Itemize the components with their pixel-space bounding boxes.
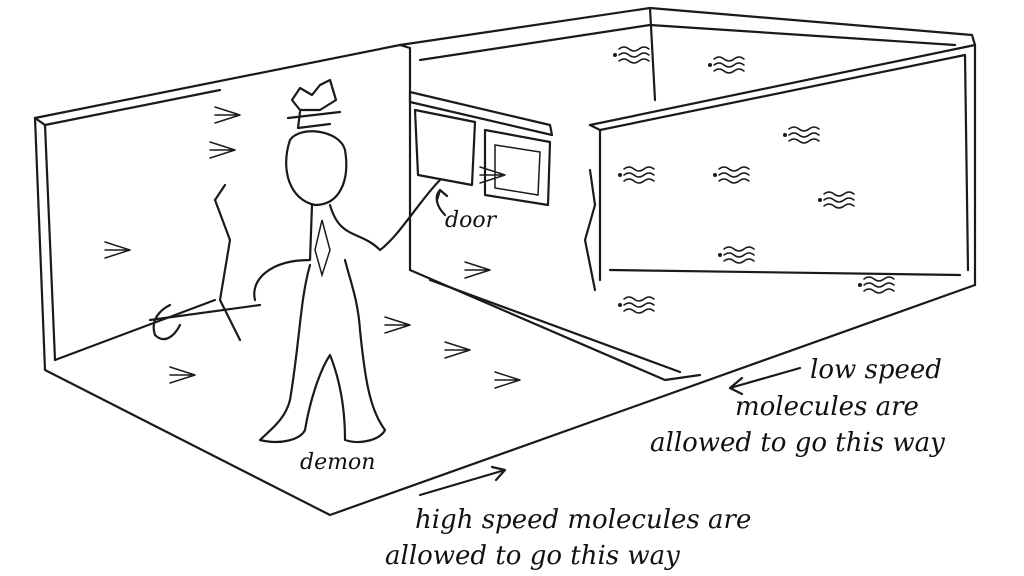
slow-molecule <box>618 46 650 64</box>
slow-molecule <box>623 166 655 184</box>
high-speed-line-2: allowed to go this way <box>385 541 680 571</box>
molecule-dot <box>618 173 622 177</box>
fast-molecule <box>384 316 411 334</box>
slow-molecule <box>788 126 820 144</box>
low-speed-line-2: molecules are <box>735 392 919 422</box>
molecule-dot <box>708 63 712 67</box>
molecules <box>104 46 895 389</box>
high-speed-line-1: high speed molecules are <box>415 505 752 535</box>
molecule-dot <box>613 53 617 57</box>
high-speed-arrow <box>418 465 507 497</box>
low-speed-arrow <box>728 366 802 396</box>
slow-molecule <box>713 56 745 74</box>
fast-molecule <box>494 371 521 389</box>
fast-molecule <box>209 141 236 159</box>
demon-figure <box>148 78 442 444</box>
fast-molecule <box>169 366 196 384</box>
molecule-dot <box>618 303 622 307</box>
low-speed-line-1: low speed <box>810 355 942 385</box>
door-label: door <box>445 208 497 233</box>
fast-molecule <box>214 106 241 124</box>
molecule-dot <box>858 283 862 287</box>
molecule-dot <box>783 133 787 137</box>
low-speed-line-3: allowed to go this way <box>650 428 945 458</box>
fast-molecule <box>464 261 491 279</box>
door <box>408 90 554 207</box>
box-outline <box>33 6 977 517</box>
slow-molecule <box>623 296 655 314</box>
fast-molecule <box>444 341 471 359</box>
fast-molecule <box>104 241 131 259</box>
slow-molecule <box>863 276 895 294</box>
molecule-dot <box>713 173 717 177</box>
slow-molecule <box>723 246 755 264</box>
arrows <box>418 188 802 497</box>
molecule-dot <box>818 198 822 202</box>
demon-label: demon <box>300 450 376 475</box>
molecule-dot <box>718 253 722 257</box>
fast-molecule <box>479 166 506 184</box>
door-arrow <box>435 188 449 217</box>
slow-molecule <box>718 166 750 184</box>
slow-molecule <box>823 191 855 209</box>
